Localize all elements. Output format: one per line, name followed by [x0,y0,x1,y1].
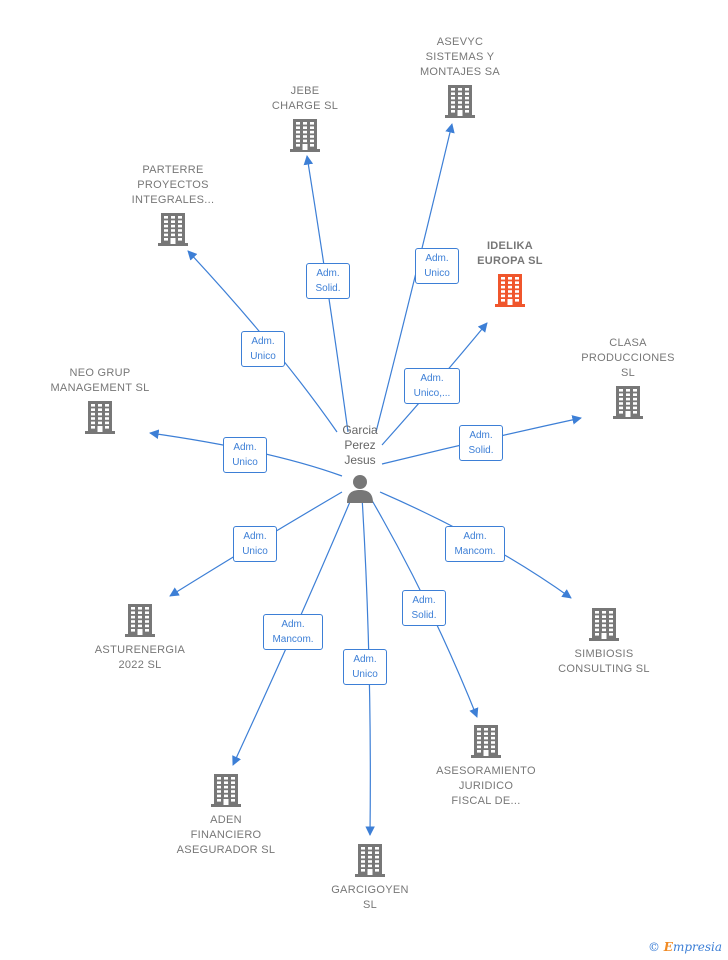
company-label-asevyc: ASEVYC SISTEMAS Y MONTAJES SA [419,36,501,78]
company-label-aden: ADEN FINANCIERO ASEGURADOR SL [176,814,276,856]
role-label-garcigoyen[interactable]: Adm. Unico [343,649,387,685]
building-icon [125,604,155,637]
company-node-clasa[interactable]: CLASA PRODUCCIONES SL [578,336,678,419]
building-icon [471,725,501,758]
brand-name: mpresia [672,940,722,954]
company-node-jebe[interactable]: JEBE CHARGE SL [255,84,355,152]
building-icon [589,608,619,641]
company-node-aden[interactable]: ADEN FINANCIERO ASEGURADOR SL [166,773,286,858]
company-node-asesoramiento[interactable]: ASESORAMIENTO JURIDICO FISCAL DE... [426,724,546,809]
company-node-asevyc[interactable]: ASEVYC SISTEMAS Y MONTAJES SA [410,35,510,118]
building-icon [211,774,241,807]
role-label-parterre[interactable]: Adm. Unico [241,331,285,367]
building-icon [445,85,475,118]
building-icon [495,274,525,307]
company-node-asturenergia[interactable]: ASTURENERGIA 2022 SL [85,603,195,673]
company-label-jebe: JEBE CHARGE SL [271,85,339,112]
company-node-garcigoyen[interactable]: GARCIGOYEN SL [320,843,420,913]
company-label-asesoramiento: ASESORAMIENTO JURIDICO FISCAL DE... [436,765,536,807]
role-label-simbiosis[interactable]: Adm. Mancom. [445,526,505,562]
building-icon [290,119,320,152]
building-icon [355,844,385,877]
company-label-neogrup: NEO GRUP MANAGEMENT SL [50,367,150,394]
center-person-name: Garcia Perez Jesus [342,423,378,467]
brand-mark: © Empresia [648,940,722,954]
role-label-jebe[interactable]: Adm. Solid. [306,263,350,299]
company-label-clasa: CLASA PRODUCCIONES SL [581,337,675,379]
company-label-asturenergia: ASTURENERGIA 2022 SL [94,644,186,671]
company-node-parterre[interactable]: PARTERRE PROYECTOS INTEGRALES... [123,163,223,246]
brand-initial: E [663,940,673,954]
company-label-idelika: IDELIKA EUROPA SL [477,240,543,267]
role-label-idelika[interactable]: Adm. Unico,... [404,368,460,404]
role-label-asevyc[interactable]: Adm. Unico [415,248,459,284]
building-icon [613,386,643,419]
role-label-asesoramiento[interactable]: Adm. Solid. [402,590,446,626]
person-icon [347,475,373,503]
company-label-parterre: PARTERRE PROYECTOS INTEGRALES... [131,164,215,206]
edge-asevyc [375,123,455,433]
company-node-neogrup[interactable]: NEO GRUP MANAGEMENT SL [45,366,155,434]
building-icon [158,213,188,246]
copyright-symbol: © [647,940,660,954]
center-person[interactable]: Garcia Perez Jesus [330,408,390,519]
company-node-idelika[interactable]: IDELIKA EUROPA SL [465,239,555,307]
role-label-asturenergia[interactable]: Adm. Unico [233,526,277,562]
building-icon [85,401,115,434]
company-node-simbiosis[interactable]: SIMBIOSIS CONSULTING SL [549,607,659,677]
company-label-simbiosis: SIMBIOSIS CONSULTING SL [558,648,650,675]
role-label-clasa[interactable]: Adm. Solid. [459,425,503,461]
role-label-aden[interactable]: Adm. Mancom. [263,614,323,650]
role-label-neogrup[interactable]: Adm. Unico [223,437,267,473]
company-label-garcigoyen: GARCIGOYEN SL [331,884,409,911]
